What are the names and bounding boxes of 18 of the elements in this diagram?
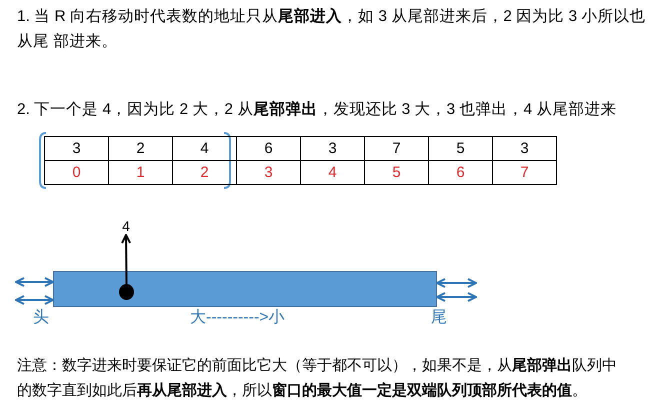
- value-cell: 3: [492, 136, 557, 161]
- value-cell: 3: [44, 136, 109, 161]
- dot-icon: [119, 284, 134, 300]
- step-text: 2. 下一个是 4，因为比 2 大，2 从尾部弹出，发现还比 3 大，3 也弹出，4 从尾部进来: [17, 100, 616, 120]
- tail-label: 尾: [431, 308, 447, 328]
- double-arrow: [436, 292, 477, 302]
- double-arrow: [15, 295, 54, 305]
- double-arrow: [15, 277, 54, 287]
- index-cell: 7: [492, 160, 557, 185]
- double-arrow: [436, 278, 477, 288]
- queue-bar: [53, 271, 437, 307]
- arrow: [121, 234, 132, 284]
- head-label: 头: [33, 308, 49, 328]
- value-label: 4: [119, 217, 133, 235]
- note-text: 注意：数字进来时要保证它的前面比它大（等于都不可以），如果不是，从尾部弹出队列中的数字直到如此后再从尾部进入，所以窗口的最大值一定是双端队列顶部所代表的值。: [17, 356, 618, 401]
- order-label: 大---------->小: [190, 308, 285, 328]
- index-cell: 0: [44, 160, 109, 185]
- step-text: 1. 当 R 向右移动时代表数的地址只从尾部进入，如 3 从尾部进来后，2 因为比 3 小所以也从尾 部进来。: [17, 6, 646, 52]
